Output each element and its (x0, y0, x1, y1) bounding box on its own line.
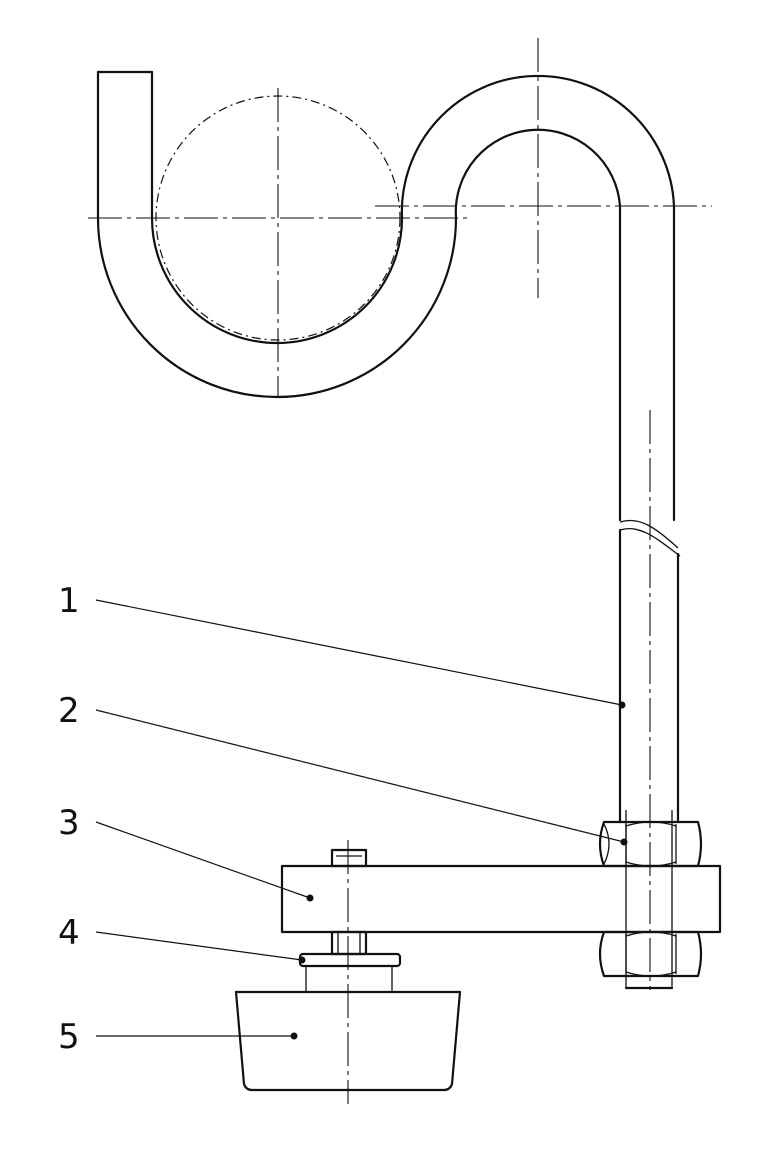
leader-dot-4 (298, 956, 306, 964)
foot-pad (234, 990, 462, 1092)
callout-label-3: 3 (58, 803, 80, 843)
leader-dot-2 (620, 838, 628, 846)
upper-nut-chamfer-mid (625, 821, 677, 827)
callout-label-5: 5 (58, 1017, 80, 1057)
leader-line-4 (95, 931, 303, 961)
lower-nut-outline (598, 930, 703, 978)
rod-break-line-upper (619, 519, 679, 549)
leader-line-1 (95, 599, 623, 706)
washer-outline (298, 952, 402, 968)
leader-lines (95, 599, 628, 1040)
leader-dot-3 (306, 894, 314, 902)
leader-line-2 (95, 709, 625, 843)
centerlines (88, 38, 712, 1104)
hook-eye-phantom-circle (155, 95, 401, 341)
bent-rod (96, 70, 681, 990)
foot-pad-outline (234, 990, 462, 1092)
lower-nut-chamfer-bottom (625, 971, 677, 977)
rod-inner-outline (150, 70, 676, 522)
support-bar (280, 864, 722, 934)
callout-labels: 1 2 3 4 5 (58, 581, 80, 1057)
rod-break-line-lower (619, 528, 681, 557)
bolt-shank (330, 930, 368, 956)
upper-nut-chamfer-left (603, 823, 610, 865)
bolt (330, 848, 368, 956)
callout-label-2: 2 (58, 691, 80, 731)
support-bar-outline (280, 864, 722, 934)
lower-hex-nut (598, 930, 703, 978)
callout-label-4: 4 (58, 913, 80, 953)
bolt-head (330, 848, 368, 868)
rod-outer-outline (96, 70, 622, 522)
leader-dot-5 (290, 1032, 298, 1040)
washer (298, 952, 402, 993)
washer-hub (305, 965, 393, 993)
callout-label-1: 1 (58, 581, 80, 621)
leader-dot-1 (618, 701, 626, 709)
leader-line-3 (95, 821, 311, 899)
